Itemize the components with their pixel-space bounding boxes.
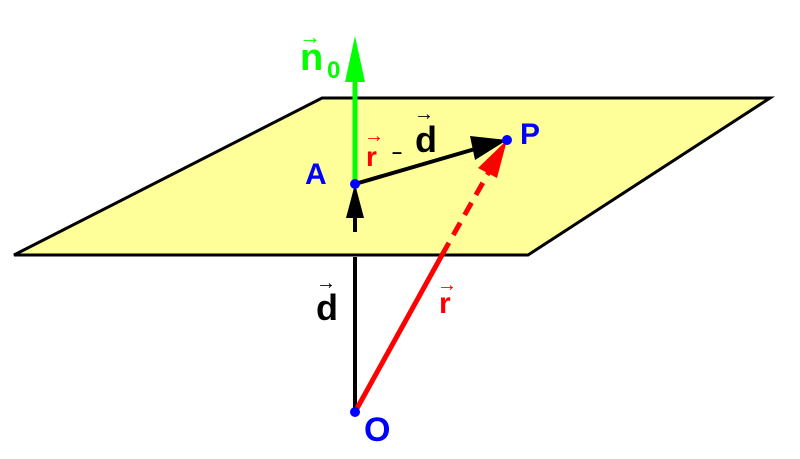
arrow-over-r-in-diff: →: [364, 125, 384, 147]
vector-d-arrowhead: [346, 184, 364, 218]
label-n-subscript: 0: [327, 57, 340, 84]
point-P: [502, 135, 512, 145]
label-P: P: [520, 118, 540, 151]
label-O: O: [364, 411, 390, 449]
label-minus: –: [392, 142, 402, 162]
label-d-in-diff: d: [415, 119, 437, 160]
arrow-over-d-in-diff: →: [414, 103, 434, 125]
vector-r-upper-dashed: [439, 168, 493, 257]
point-O: [350, 407, 360, 417]
label-A: A: [305, 158, 327, 191]
label-r-in-diff: r: [366, 141, 377, 172]
vector-r-arrowhead: [478, 140, 507, 178]
plane: [13, 96, 776, 257]
label-d: d: [316, 287, 338, 328]
label-r: r: [439, 287, 451, 320]
vector-r-lower: [352, 253, 445, 414]
point-A: [350, 179, 360, 189]
vector-r-minus-d: [354, 147, 476, 186]
label-n: n: [300, 37, 323, 79]
vector-r-minus-d-arrowhead: [470, 136, 507, 160]
arrow-over-d: →: [316, 272, 336, 294]
arrow-over-r: →: [437, 274, 457, 296]
normal-arrowhead: [345, 36, 365, 82]
arrow-over-n: →: [299, 24, 321, 49]
